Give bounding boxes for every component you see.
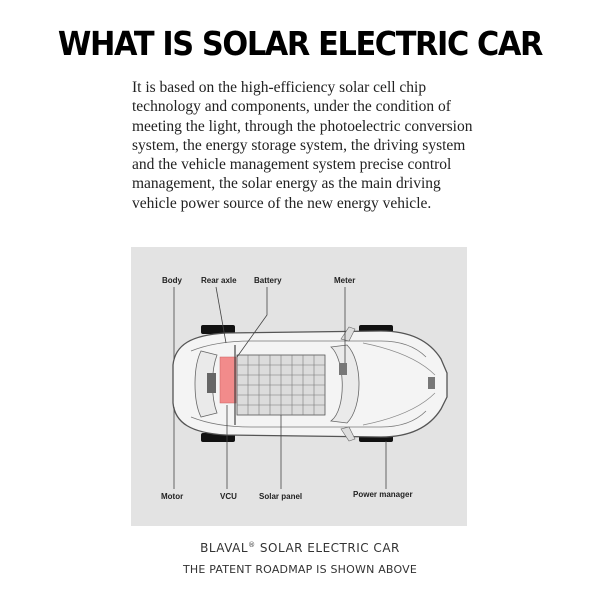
label-power-manager: Power manager <box>353 490 413 499</box>
mirror-top <box>340 326 356 342</box>
brand-name: BLAVAL <box>200 541 249 555</box>
car-diagram-panel: Body Rear axle Battery Meter Motor VCU S… <box>131 247 467 526</box>
registered-mark: ® <box>248 541 256 549</box>
description-paragraph: It is based on the high-efficiency solar… <box>132 79 473 212</box>
battery-pack <box>219 356 237 404</box>
label-body: Body <box>162 276 183 285</box>
mirror-bottom <box>340 426 356 442</box>
roadmap-caption: THE PATENT ROADMAP IS SHOWN ABOVE <box>182 563 418 576</box>
label-vcu: VCU <box>220 492 237 501</box>
brand-suffix: SOLAR ELECTRIC CAR <box>259 541 400 555</box>
brand-caption: BLAVAL® SOLAR ELECTRIC CAR <box>0 541 600 555</box>
solar-panel-grid <box>236 354 326 416</box>
label-motor: Motor <box>161 492 183 501</box>
hood-line-top <box>362 342 436 376</box>
hood-line-bottom <box>362 392 436 426</box>
label-meter: Meter <box>334 276 355 285</box>
label-rear-axle: Rear axle <box>201 276 237 285</box>
body-line-bottom <box>190 410 427 428</box>
rear-window <box>194 350 218 418</box>
leader-rear-axle <box>215 286 227 344</box>
wheel-rear-top <box>201 325 235 334</box>
power-manager-block <box>428 377 435 389</box>
meter-block <box>339 363 347 375</box>
page-title: WHAT IS SOLAR ELECTRIC CAR <box>57 24 544 63</box>
car-diagram: Body Rear axle Battery Meter Motor VCU S… <box>161 276 448 501</box>
label-solar-panel: Solar panel <box>259 492 302 501</box>
motor-block <box>207 373 216 393</box>
body-line-top <box>190 340 427 358</box>
label-battery: Battery <box>254 276 282 285</box>
leader-battery <box>236 287 268 358</box>
